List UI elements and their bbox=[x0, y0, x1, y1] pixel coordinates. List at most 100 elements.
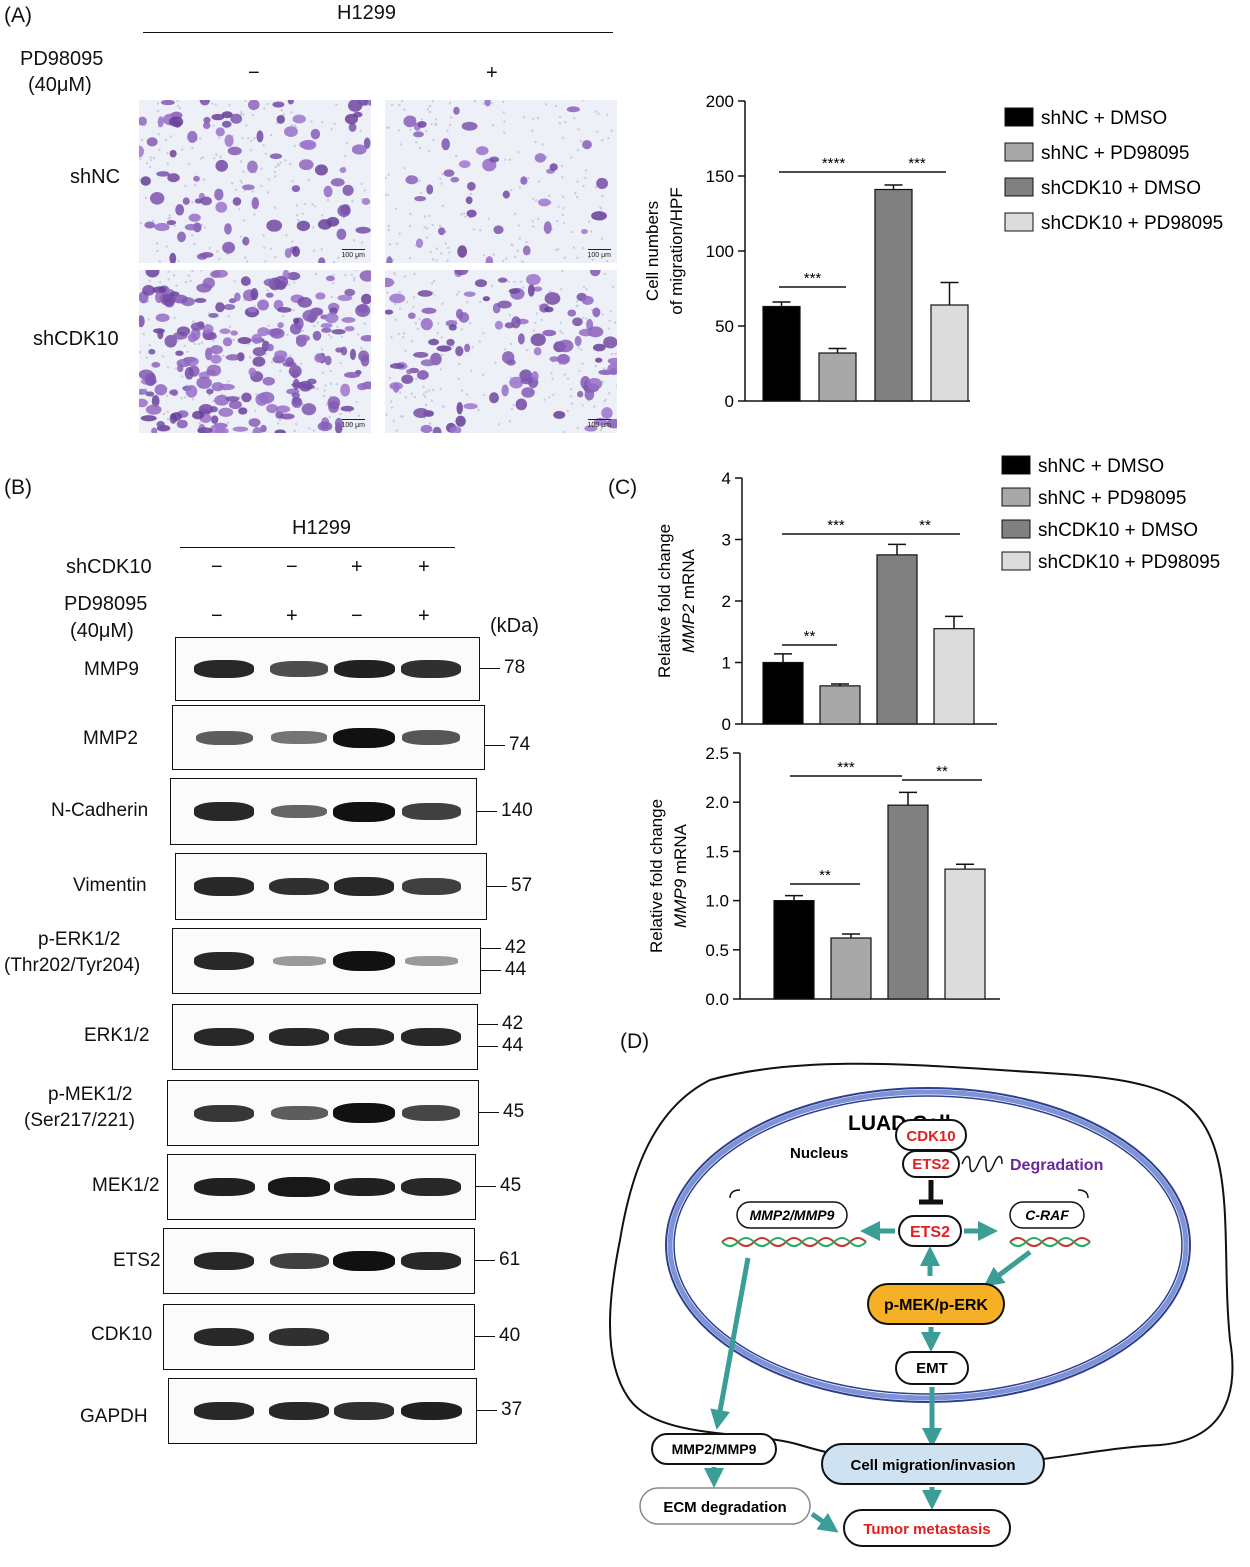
band bbox=[195, 730, 253, 745]
y-tick-label: 4 bbox=[722, 469, 731, 488]
shcdk10-sign: + bbox=[418, 556, 430, 578]
legend-swatch bbox=[1001, 551, 1031, 571]
mw-label: 40 bbox=[499, 1325, 521, 1346]
pd-sign: + bbox=[418, 605, 430, 627]
significance-label: *** bbox=[908, 155, 926, 172]
mw-tick bbox=[487, 885, 507, 887]
bar bbox=[874, 188, 913, 402]
band bbox=[401, 803, 461, 820]
mw-tick bbox=[477, 810, 497, 812]
bar bbox=[773, 900, 815, 1000]
blot-n-cadherin bbox=[170, 778, 477, 845]
panel-b-header-line bbox=[180, 547, 455, 548]
band bbox=[193, 877, 255, 896]
band bbox=[193, 659, 255, 679]
mw-label: 42 bbox=[502, 1013, 524, 1034]
ets2-mid-text: ETS2 bbox=[910, 1224, 950, 1241]
panel-b-pd-label: PD98095 bbox=[64, 593, 148, 615]
blot-label: N-Cadherin bbox=[51, 800, 149, 821]
band bbox=[268, 1177, 330, 1197]
y-axis-label: Cell numbers bbox=[643, 201, 662, 301]
row-label-shcdk10: shCDK10 bbox=[33, 328, 119, 350]
mw-label: 140 bbox=[501, 799, 533, 821]
bar bbox=[818, 352, 857, 402]
band bbox=[193, 1401, 255, 1421]
band bbox=[193, 1251, 255, 1271]
band bbox=[194, 1104, 254, 1122]
band bbox=[270, 804, 328, 819]
bar bbox=[944, 868, 986, 1000]
legend-label: shCDK10 + DMSO bbox=[1038, 520, 1198, 541]
blot-p-erk1-2 bbox=[172, 928, 481, 994]
band bbox=[193, 802, 255, 821]
panel-b-cell-line: H1299 bbox=[292, 517, 351, 539]
shcdk10-sign: − bbox=[286, 556, 298, 578]
band bbox=[400, 1177, 462, 1197]
diagram-d: LUAD Cell Nucleus CDK10 ETS2 Degradation… bbox=[609, 1062, 1234, 1547]
y-axis-label: of migration/HPF bbox=[667, 187, 686, 315]
bar bbox=[930, 304, 969, 402]
panel-b-letter: (B) bbox=[4, 476, 32, 499]
legend-label: shNC + PD98095 bbox=[1041, 143, 1189, 164]
migration-node bbox=[821, 1443, 1045, 1485]
band bbox=[402, 730, 460, 745]
micrograph-shnc-minus: 100 μm bbox=[139, 100, 371, 263]
panel-a-pd-conc: (40μM) bbox=[28, 74, 92, 96]
panel-a-cell-line: H1299 bbox=[337, 2, 396, 24]
panel-a-minus: − bbox=[248, 62, 260, 84]
mw-label: 37 bbox=[501, 1399, 523, 1420]
bar bbox=[830, 937, 872, 1000]
mmp-gene-text: MMP2/MMP9 bbox=[750, 1207, 835, 1223]
pd-sign: + bbox=[286, 605, 298, 627]
emt-text: EMT bbox=[916, 1360, 948, 1377]
tumor-node bbox=[843, 1509, 1011, 1547]
legend-label: shCDK10 + PD98095 bbox=[1038, 552, 1220, 573]
legend-label: shNC + PD98095 bbox=[1038, 488, 1186, 509]
y-tick-label: 0 bbox=[725, 392, 734, 411]
band bbox=[401, 660, 461, 678]
nucleus-label: Nucleus bbox=[790, 1145, 848, 1162]
band bbox=[193, 1327, 255, 1347]
dna-right bbox=[1009, 1237, 1091, 1247]
blot-label: Vimentin bbox=[73, 875, 147, 896]
mw-tick bbox=[485, 744, 505, 746]
ets2-top-text: ETS2 bbox=[912, 1156, 950, 1173]
legend-label: shCDK10 + DMSO bbox=[1041, 178, 1201, 199]
band bbox=[268, 1401, 330, 1421]
y-tick-label: 3 bbox=[722, 531, 731, 550]
band bbox=[333, 659, 395, 679]
band bbox=[269, 1252, 329, 1270]
blot-mmp2 bbox=[172, 705, 485, 770]
mw-label: 45 bbox=[503, 1101, 525, 1122]
blot-mek1-2 bbox=[167, 1154, 476, 1220]
bar bbox=[933, 628, 975, 725]
legend-swatch bbox=[1004, 212, 1034, 232]
blot-label: MMP9 bbox=[84, 659, 139, 680]
band bbox=[333, 951, 395, 971]
blot-label: p-ERK1/2 bbox=[38, 929, 121, 950]
band bbox=[269, 1328, 329, 1346]
band bbox=[333, 1177, 395, 1197]
mw-tick bbox=[481, 948, 501, 949]
micrograph-shnc-plus: 100 μm bbox=[385, 100, 617, 263]
y-tick-label: 2.5 bbox=[705, 744, 729, 763]
panel-a-letter: (A) bbox=[4, 4, 32, 27]
legend-swatch bbox=[1001, 455, 1031, 475]
degradation-text: Degradation bbox=[1010, 1157, 1103, 1174]
y-tick-label: 100 bbox=[706, 242, 734, 261]
band bbox=[400, 1401, 462, 1421]
mw-label: 44 bbox=[505, 959, 527, 980]
mw-tick bbox=[479, 1112, 499, 1113]
y-tick-label: 50 bbox=[715, 317, 734, 336]
legend-swatch bbox=[1004, 107, 1034, 127]
panel-c-letter: (C) bbox=[608, 476, 638, 499]
y-tick-label: 200 bbox=[706, 92, 734, 111]
legend-swatch bbox=[1004, 177, 1034, 197]
nucleus-ring bbox=[667, 1089, 1189, 1401]
band bbox=[334, 1402, 394, 1420]
bar bbox=[876, 554, 918, 725]
mw-tick bbox=[478, 1024, 498, 1025]
